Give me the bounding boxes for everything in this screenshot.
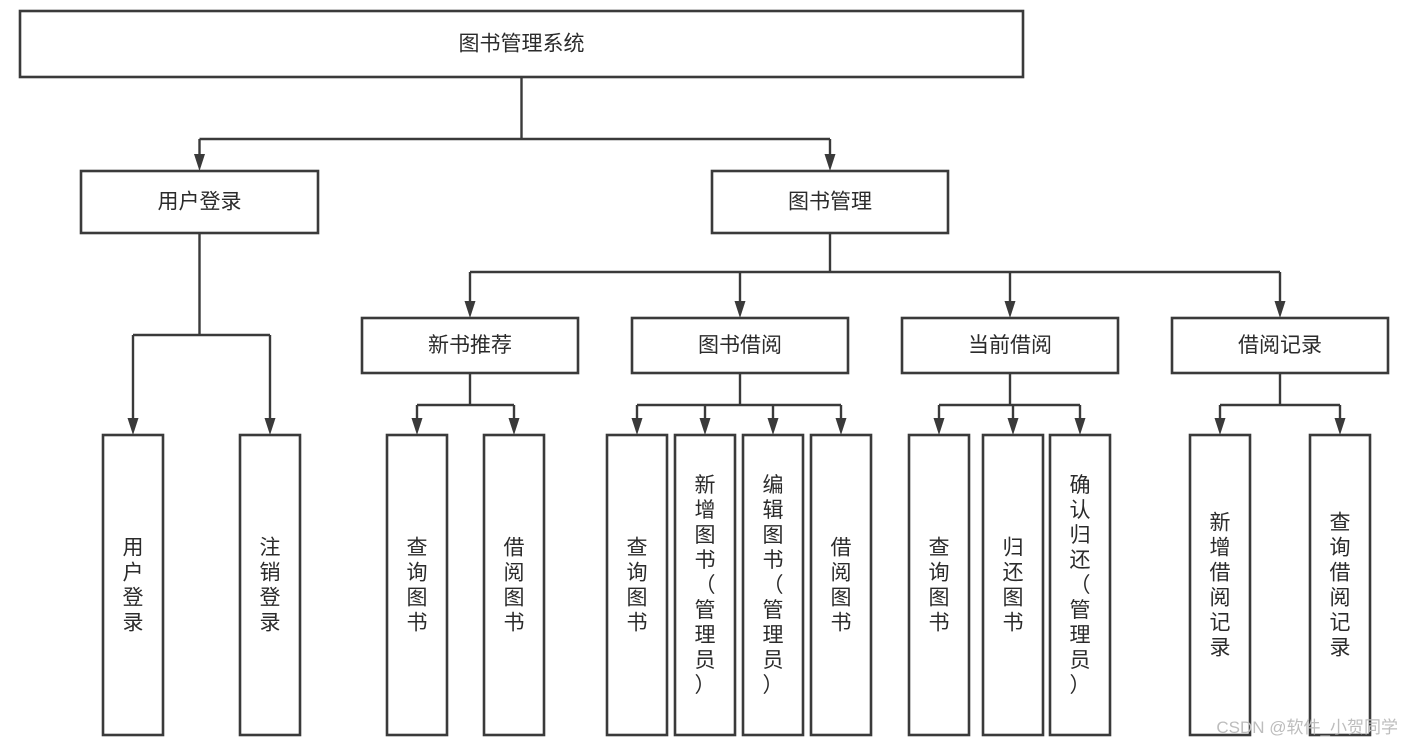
arrow-head-icon-user-login bbox=[194, 154, 205, 171]
node-label-user-login-do: 用户登录 bbox=[123, 537, 144, 635]
arrow-head-icon-cb-query-book bbox=[933, 418, 945, 435]
node-user-login[interactable]: 用户登录 bbox=[79, 169, 320, 235]
node-box-br-query-record bbox=[1308, 433, 1372, 737]
node-label-br-add-record: 新增借阅记录 bbox=[1210, 512, 1231, 660]
arrow-head-icon-bb-edit-book bbox=[767, 418, 779, 435]
arrow-head-icon-current-borrow bbox=[1004, 301, 1016, 318]
node-bb-add-book[interactable]: 新增图书（管理员） bbox=[673, 433, 737, 737]
node-box-user-login-do bbox=[101, 433, 165, 737]
arrow-head-icon-borrow-record bbox=[1274, 301, 1286, 318]
node-box-bb-add-book bbox=[673, 433, 737, 737]
node-label-cb-return-book: 归还图书 bbox=[1003, 537, 1024, 635]
csdn-watermark: CSDN @软件_小贺同学 bbox=[1216, 718, 1398, 737]
arrow-head-icon-new-book-recommend bbox=[464, 301, 476, 318]
node-box-bb-borrow-book bbox=[809, 433, 873, 737]
node-box-root bbox=[18, 9, 1025, 79]
node-label-current-borrow: 当前借阅 bbox=[968, 334, 1052, 357]
node-box-current-borrow bbox=[900, 316, 1120, 375]
node-book-borrow[interactable]: 图书借阅 bbox=[630, 316, 850, 375]
arrow-head-icon-user-login-do bbox=[127, 418, 139, 435]
node-cb-confirm-return[interactable]: 确认归还（管理员） bbox=[1048, 433, 1112, 737]
node-borrow-record[interactable]: 借阅记录 bbox=[1170, 316, 1390, 375]
node-bb-edit-book[interactable]: 编辑图书（管理员） bbox=[741, 433, 805, 737]
node-cb-query-book[interactable]: 查询图书 bbox=[907, 433, 971, 737]
node-box-bb-edit-book bbox=[741, 433, 805, 737]
arrow-head-icon-bb-add-book bbox=[699, 418, 711, 435]
node-bb-borrow-book[interactable]: 借阅图书 bbox=[809, 433, 873, 737]
node-current-borrow[interactable]: 当前借阅 bbox=[900, 316, 1120, 375]
node-label-borrow-record: 借阅记录 bbox=[1238, 334, 1322, 357]
node-box-nbr-borrow-book bbox=[482, 433, 546, 737]
node-book-manage[interactable]: 图书管理 bbox=[710, 169, 950, 235]
node-label-bb-query-book: 查询图书 bbox=[627, 537, 648, 635]
node-label-nbr-query-book: 查询图书 bbox=[407, 537, 428, 635]
node-box-borrow-record bbox=[1170, 316, 1390, 375]
node-nbr-query-book[interactable]: 查询图书 bbox=[385, 433, 449, 737]
node-box-cb-query-book bbox=[907, 433, 971, 737]
node-box-br-add-record bbox=[1188, 433, 1252, 737]
node-bb-query-book[interactable]: 查询图书 bbox=[605, 433, 669, 737]
node-label-new-book-recommend: 新书推荐 bbox=[428, 334, 512, 357]
node-root[interactable]: 图书管理系统 bbox=[18, 9, 1025, 79]
node-box-book-borrow bbox=[630, 316, 850, 375]
node-label-user-login: 用户登录 bbox=[158, 191, 242, 214]
node-box-cb-confirm-return bbox=[1048, 433, 1112, 737]
node-cb-return-book[interactable]: 归还图书 bbox=[981, 433, 1045, 737]
node-box-cb-return-book bbox=[981, 433, 1045, 737]
arrow-head-icon-cb-confirm-return bbox=[1074, 418, 1086, 435]
node-user-logout[interactable]: 注销登录 bbox=[238, 433, 302, 737]
nodes-layer: 图书管理系统用户登录图书管理用户登录注销登录新书推荐图书借阅当前借阅借阅记录查询… bbox=[18, 9, 1390, 737]
node-box-user-logout bbox=[238, 433, 302, 737]
node-label-cb-confirm-return: 确认归还（管理员） bbox=[1070, 474, 1091, 697]
arrow-head-icon-cb-return-book bbox=[1007, 418, 1019, 435]
node-user-login-do[interactable]: 用户登录 bbox=[101, 433, 165, 737]
arrow-head-icon-nbr-borrow-book bbox=[508, 418, 520, 435]
node-br-add-record[interactable]: 新增借阅记录 bbox=[1188, 433, 1252, 737]
node-new-book-recommend[interactable]: 新书推荐 bbox=[360, 316, 580, 375]
node-br-query-record[interactable]: 查询借阅记录 bbox=[1308, 433, 1372, 737]
node-label-bb-add-book: 新增图书（管理员） bbox=[695, 474, 716, 697]
node-label-cb-query-book: 查询图书 bbox=[929, 537, 950, 635]
node-box-book-manage bbox=[710, 169, 950, 235]
arrow-head-icon-br-query-record bbox=[1334, 418, 1346, 435]
arrow-head-icon-user-logout bbox=[264, 418, 276, 435]
node-label-bb-borrow-book: 借阅图书 bbox=[831, 537, 852, 635]
arrow-head-icon-nbr-query-book bbox=[411, 418, 423, 435]
node-label-bb-edit-book: 编辑图书（管理员） bbox=[763, 474, 784, 697]
node-label-book-manage: 图书管理 bbox=[788, 191, 872, 214]
node-box-user-login bbox=[79, 169, 320, 235]
node-box-new-book-recommend bbox=[360, 316, 580, 375]
node-box-nbr-query-book bbox=[385, 433, 449, 737]
node-label-book-borrow: 图书借阅 bbox=[698, 334, 782, 357]
node-label-nbr-borrow-book: 借阅图书 bbox=[504, 537, 525, 635]
connectors-layer bbox=[127, 77, 1346, 435]
node-box-bb-query-book bbox=[605, 433, 669, 737]
node-label-br-query-record: 查询借阅记录 bbox=[1330, 512, 1351, 660]
arrow-head-icon-br-add-record bbox=[1214, 418, 1226, 435]
arrow-head-icon-bb-borrow-book bbox=[835, 418, 847, 435]
node-label-root: 图书管理系统 bbox=[459, 33, 585, 56]
arrow-head-icon-book-manage bbox=[824, 154, 836, 171]
arrow-head-icon-book-borrow bbox=[734, 301, 746, 318]
node-nbr-borrow-book[interactable]: 借阅图书 bbox=[482, 433, 546, 737]
node-label-user-logout: 注销登录 bbox=[260, 537, 281, 635]
arrow-head-icon-bb-query-book bbox=[631, 418, 643, 435]
